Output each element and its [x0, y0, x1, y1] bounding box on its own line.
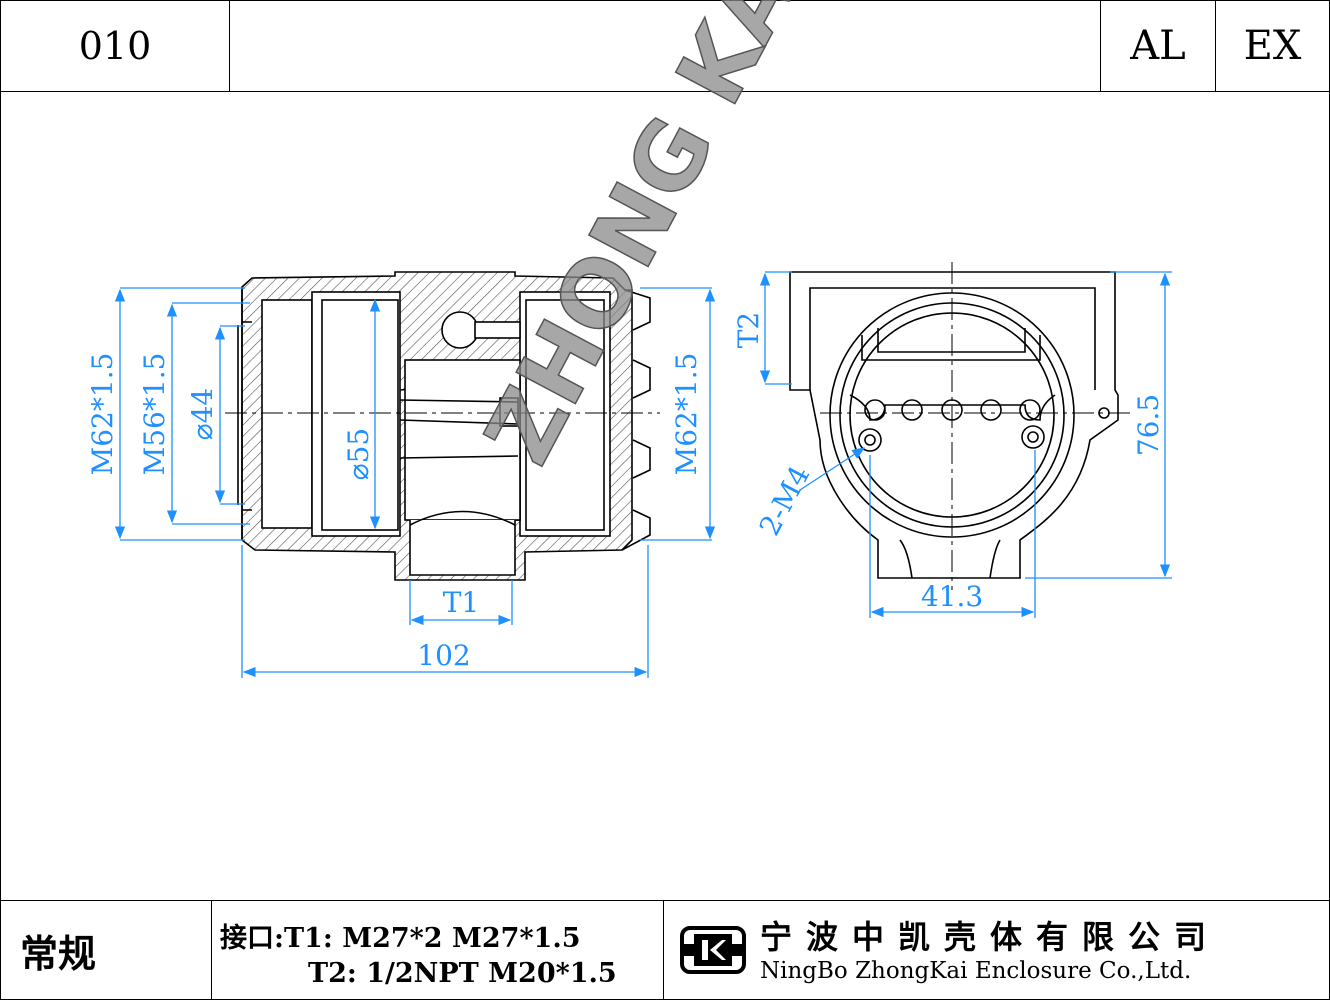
- dim-m56: M56*1.5: [138, 353, 171, 476]
- dim-d44: ⌀44: [186, 388, 219, 441]
- company-name-cn: 宁波中凯壳体有限公司: [760, 918, 1221, 956]
- end-view: [789, 271, 1119, 579]
- interface-spec: 接口:T1: M27*2 M27*1.5 T2: 1/2NPT M20*1.5: [212, 900, 664, 1000]
- dim-41-3: 41.3: [921, 580, 983, 613]
- dim-m62-right: M62*1.5: [670, 353, 703, 476]
- dim-d55: ⌀55: [342, 428, 375, 481]
- zhongkai-logo-icon: [680, 926, 746, 974]
- dim-76-5: 76.5: [1132, 394, 1165, 456]
- dim-t2: T2: [732, 312, 765, 349]
- company-block: 宁波中凯壳体有限公司 NingBo ZhongKai Enclosure Co.…: [664, 900, 1330, 1000]
- dim-102: 102: [417, 639, 470, 672]
- spec-line-1: 接口:T1: M27*2 M27*1.5: [220, 923, 581, 954]
- company-name-en: NingBo ZhongKai Enclosure Co.,Ltd.: [760, 958, 1192, 984]
- title-block: [0, 900, 1330, 1001]
- header-divider: [0, 91, 1330, 92]
- category-label: 常规: [0, 900, 212, 1000]
- rating-code: EX: [1215, 0, 1330, 92]
- dim-m62-left: M62*1.5: [86, 353, 119, 476]
- section-view: [237, 271, 651, 581]
- watermark-text: ZHONG KAI: [465, 0, 833, 480]
- dim-t1: T1: [443, 586, 480, 619]
- dimension-lines: [114, 287, 716, 678]
- dim-2-m4: 2-M4: [753, 460, 817, 541]
- spec-line-2: T2: 1/2NPT M20*1.5: [308, 958, 617, 989]
